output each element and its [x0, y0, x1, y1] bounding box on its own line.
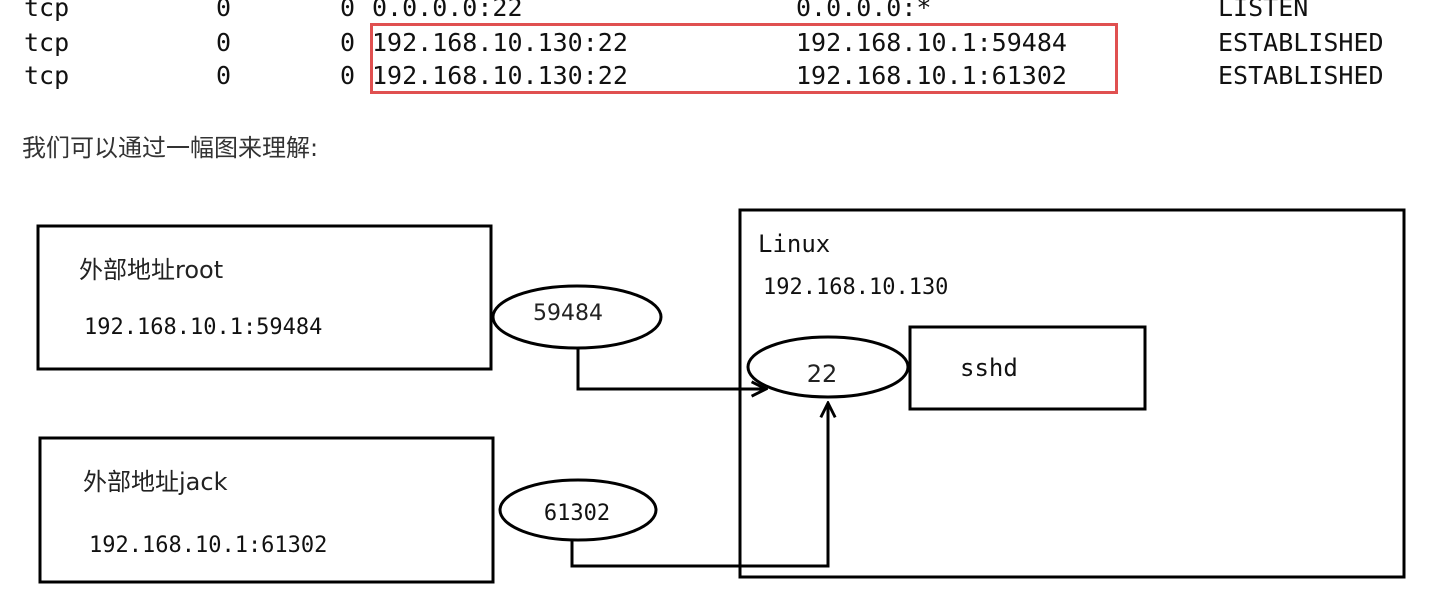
linux-server-box	[738, 208, 1406, 579]
client-root-address: 192.168.10.1:59484	[84, 315, 322, 340]
client-jack-address: 192.168.10.1:61302	[89, 533, 327, 558]
proto: tcp	[24, 28, 70, 57]
foreign-address: 0.0.0.0:*	[796, 0, 932, 22]
port-61302-label: 61302	[544, 501, 610, 526]
state: LISTEN	[1218, 0, 1309, 22]
foreign-address: 192.168.10.1:59484	[796, 28, 1067, 57]
recv-q: 0	[216, 61, 232, 90]
port-22-label: 22	[807, 360, 838, 388]
sshd-label: sshd	[960, 354, 1018, 382]
send-q: 0	[340, 0, 356, 22]
sshd-process-box	[908, 325, 1147, 411]
proto: tcp	[24, 61, 70, 90]
netstat-row: tcp 0 0 192.168.10.130:22 192.168.10.1:5…	[24, 27, 1384, 59]
caption-text: 我们可以通过一幅图来理解:	[22, 134, 319, 162]
send-q: 0	[340, 61, 356, 90]
client-jack-title: 外部地址jack	[83, 468, 228, 496]
highlight-box	[370, 23, 1118, 94]
proto: tcp	[24, 0, 70, 22]
server-ip-label: 192.168.10.130	[763, 275, 948, 300]
connection-arrow-jack	[570, 403, 828, 568]
local-address: 192.168.10.130:22	[372, 28, 628, 57]
server-os-label: Linux	[758, 230, 830, 258]
netstat-row: tcp 0 0 192.168.10.130:22 192.168.10.1:6…	[24, 60, 1384, 92]
port-59484-label: 59484	[533, 301, 603, 326]
local-address: 0.0.0.0:22	[372, 0, 523, 22]
local-address: 192.168.10.130:22	[372, 61, 628, 90]
recv-q: 0	[216, 0, 232, 22]
client-jack-box	[38, 436, 495, 584]
state: ESTABLISHED	[1218, 28, 1384, 57]
foreign-address: 192.168.10.1:61302	[796, 61, 1067, 90]
port-22-node	[746, 335, 910, 399]
client-root-title: 外部地址root	[79, 256, 223, 284]
send-q: 0	[340, 28, 356, 57]
netstat-row: tcp 0 0 0.0.0.0:22 0.0.0.0:* LISTEN	[24, 0, 1308, 24]
recv-q: 0	[216, 28, 232, 57]
client-root-box	[36, 224, 493, 371]
state: ESTABLISHED	[1218, 61, 1384, 90]
connection-arrow-root	[576, 348, 766, 389]
port-61302-node	[498, 478, 658, 542]
